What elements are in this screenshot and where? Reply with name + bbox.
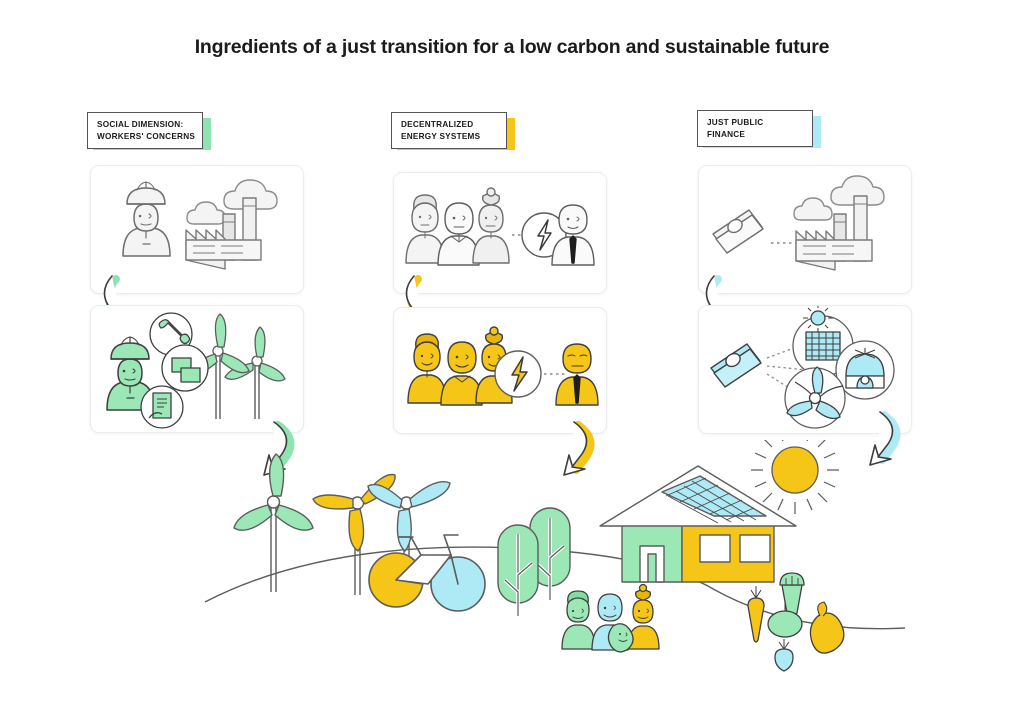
label-line-2: ENERGY SYSTEMS <box>401 131 481 141</box>
family-icon <box>561 583 660 653</box>
card-social-after <box>90 305 304 433</box>
lightning-bolt-icon <box>494 350 542 398</box>
people-group-icon <box>407 333 447 404</box>
label-line-1: DECENTRALIZED <box>401 120 474 129</box>
card-social-before <box>90 165 304 294</box>
banknote-icon <box>710 343 762 388</box>
label-box: DECENTRALIZED ENERGY SYSTEMS <box>391 112 507 149</box>
people-group-icon <box>405 194 445 264</box>
label-box: SOCIAL DIMENSION: WORKERS' CONCERNS <box>87 112 203 149</box>
page-title: Ingredients of a just transition for a l… <box>194 36 830 58</box>
card-energy-before <box>393 172 607 294</box>
card-energy-after <box>393 307 607 434</box>
worker-icon <box>122 181 171 257</box>
cloud-icon <box>186 179 278 225</box>
solar-house-icon <box>599 465 797 583</box>
community-building-icon <box>835 340 895 400</box>
factory-icon <box>795 195 873 271</box>
dotted-connector <box>766 373 806 399</box>
vegetables-icon <box>747 572 845 672</box>
factory-icon <box>185 197 262 270</box>
label-line-2: FINANCE <box>707 129 746 139</box>
label-line-2: WORKERS' CONCERNS <box>97 131 196 141</box>
contract-icon <box>140 385 184 429</box>
people-group-icon <box>437 202 480 266</box>
sun-icon <box>751 440 839 514</box>
tree-icon <box>497 524 539 616</box>
people-group-icon <box>472 187 510 264</box>
people-group-icon <box>440 341 483 406</box>
wrench-icon <box>149 312 193 356</box>
label-box: JUST PUBLIC FINANCE <box>697 110 813 147</box>
cloud-icon <box>793 175 885 221</box>
bicycle-icon <box>368 534 486 612</box>
card-finance-after <box>698 305 912 434</box>
label-line-1: JUST PUBLIC <box>707 118 764 127</box>
wind-turbine-icon <box>784 366 846 429</box>
wind-turbine-cyan-icon <box>367 481 451 598</box>
wind-turbine-green-icon <box>233 453 314 592</box>
documents-icon <box>161 344 209 392</box>
wind-turbine-icon <box>224 326 286 419</box>
label-line-1: SOCIAL DIMENSION: <box>97 120 184 129</box>
businessman-icon <box>551 204 595 266</box>
card-finance-before <box>698 165 912 294</box>
banknote-icon <box>712 209 764 254</box>
landscape-scene <box>0 440 1024 724</box>
businessman-icon <box>555 343 599 406</box>
worker-icon <box>106 336 155 411</box>
